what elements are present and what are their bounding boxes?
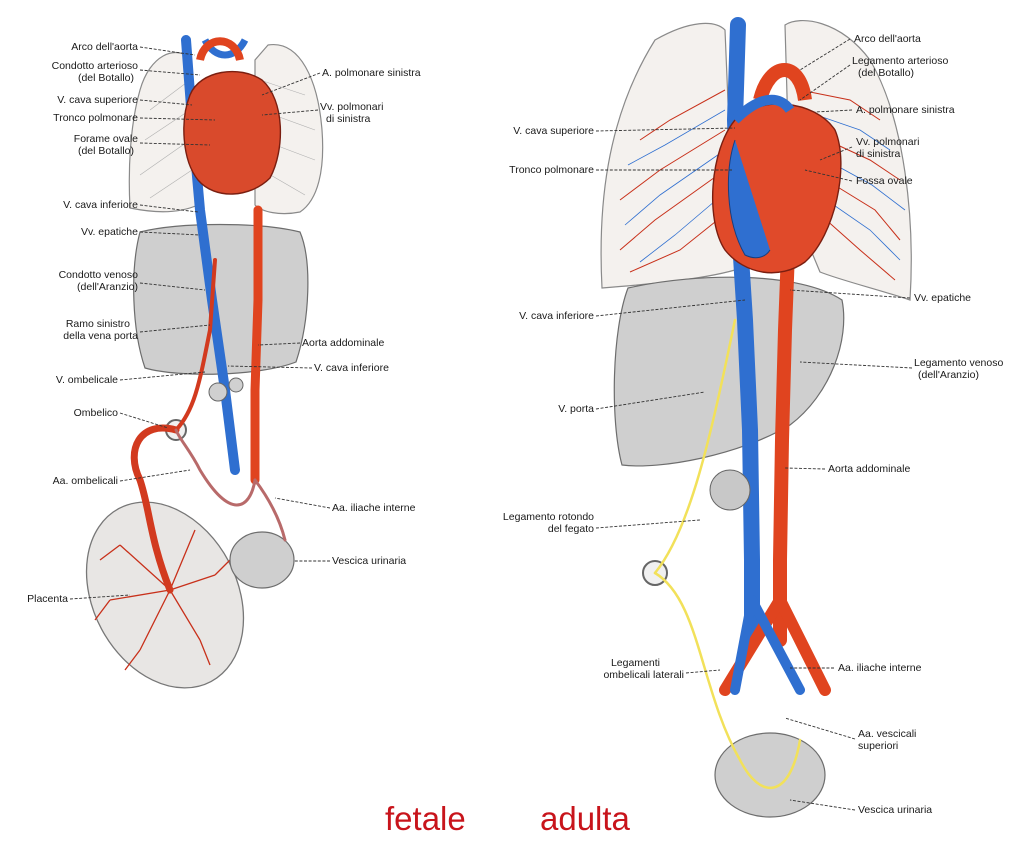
adult-label-legamento-arterioso: Legamento arterioso [852, 55, 948, 67]
adult-label-fossa-ovale: Fossa ovale [856, 175, 913, 187]
fetal-label-aorta-addominale: Aorta addominale [302, 337, 384, 349]
adult-label-legamento-arterioso-2: (del Botallo) [858, 67, 914, 79]
fetal-label-a-polmonare-sinistra: A. polmonare sinistra [322, 67, 421, 79]
fetal-label-ramo-sinistro-2: della vena porta [63, 330, 138, 342]
fetal-heart [184, 72, 281, 194]
adult-label-vcava-superiore: V. cava superiore [513, 125, 594, 137]
fetal-placenta [55, 475, 274, 716]
fetal-label-condotto-venoso-2: (dell'Aranzio) [77, 281, 138, 293]
fetal-label-vv-polmonari-2: di sinistra [326, 113, 371, 125]
fetal-label-condotto-arterioso-2: (del Botallo) [78, 72, 134, 84]
adult-label-aorta-addominale: Aorta addominale [828, 463, 910, 475]
adult-label-vescica-urinaria: Vescica urinaria [858, 804, 932, 816]
fetal-label-forame-ovale: Forame ovale [74, 133, 138, 145]
fetal-label-aa-ombelicali: Aa. ombelicali [53, 475, 118, 487]
fetal-label-aa-iliache-interne: Aa. iliache interne [332, 502, 416, 514]
fetal-label-vescica-urinaria: Vescica urinaria [332, 555, 406, 567]
adult-label-a-polmonare-sinistra: A. polmonare sinistra [856, 104, 955, 116]
adult-label-vv-polmonari-2: di sinistra [856, 148, 901, 160]
fetal-label-condotto-arterioso: Condotto arterioso [52, 60, 139, 72]
fetal-label-vcava-superiore: V. cava superiore [57, 94, 138, 106]
adult-right-lung [601, 23, 735, 288]
fetal-label-placenta: Placenta [27, 593, 68, 605]
fetal-label-v-ombelicale: V. ombelicale [56, 374, 118, 386]
adult-label-legamenti-ombelicali-2: ombelicali laterali [603, 669, 684, 681]
fetal-label-vcava-inferiore-2: V. cava inferiore [314, 362, 389, 374]
adult-label-legamento-rotondo-2: del fegato [548, 523, 594, 535]
adult-label-legamento-venoso-2: (dell'Aranzio) [918, 369, 979, 381]
fetal-label-tronco-polmonare: Tronco polmonare [53, 112, 138, 124]
adult-label-vv-epatiche: Vv. epatiche [914, 292, 971, 304]
fetal-label-ombelico: Ombelico [74, 407, 119, 419]
adult-label-aa-vescicali-2: superiori [858, 740, 898, 752]
fetal-label-condotto-venoso: Condotto venoso [59, 269, 139, 281]
adult-label-aa-iliache-interne: Aa. iliache interne [838, 662, 922, 674]
fetal-label-forame-ovale-2: (del Botallo) [78, 145, 134, 157]
fetal-label-vcava-inferiore: V. cava inferiore [63, 199, 138, 211]
adult-label-vcava-inferiore: V. cava inferiore [519, 310, 594, 322]
adult-label-tronco-polmonare: Tronco polmonare [509, 164, 594, 176]
caption-adulta: adulta [540, 800, 631, 837]
adult-label-aa-vescicali: Aa. vescicali [858, 728, 916, 740]
adult-label-vv-polmonari: Vv. polmonari [856, 136, 919, 148]
adult-liver [614, 277, 843, 466]
adult-label-arco-aorta: Arco dell'aorta [854, 33, 921, 45]
caption-fetale: fetale [385, 800, 466, 837]
fetal-label-ramo-sinistro: Ramo sinistro [66, 318, 130, 330]
fetal-label-vv-polmonari: Vv. polmonari [320, 101, 383, 113]
fetal-label-vv-epatiche: Vv. epatiche [81, 226, 138, 238]
adult-label-legamenti-ombelicali: Legamenti [611, 657, 660, 669]
fetal-label-arco-aorta: Arco dell'aorta [71, 41, 138, 53]
adult-label-legamento-rotondo: Legamento rotondo [503, 511, 594, 523]
adult-label-v-porta: V. porta [558, 403, 594, 415]
adult-label-legamento-venoso: Legamento venoso [914, 357, 1003, 369]
